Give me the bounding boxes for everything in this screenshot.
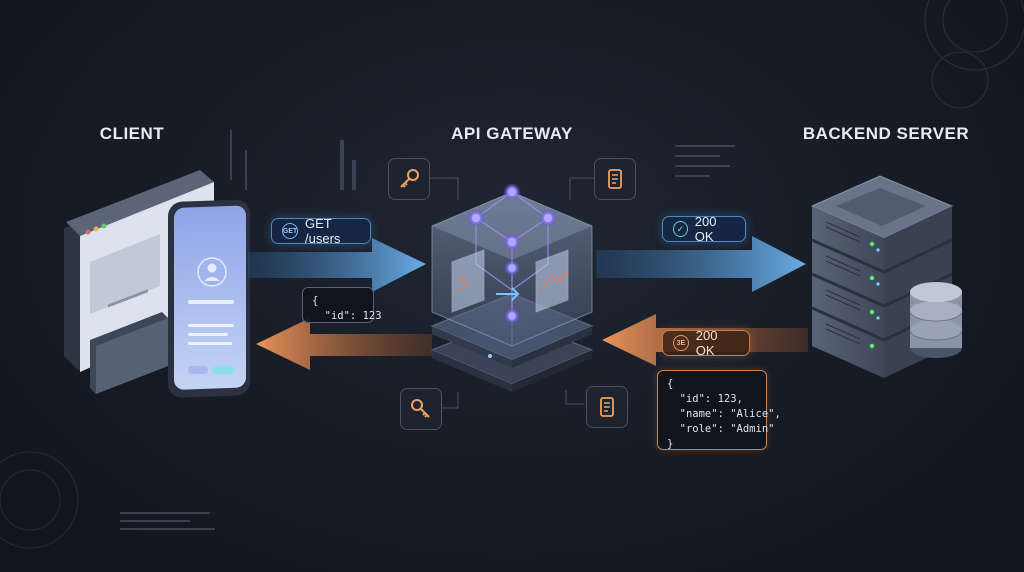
request-pill-text: GET /users bbox=[305, 216, 341, 246]
icon-connectors bbox=[430, 177, 594, 409]
status-pill-gateway: ✓ 200 OK bbox=[662, 214, 746, 244]
smartphone-icon bbox=[168, 199, 250, 398]
response-arrow-to-client bbox=[256, 318, 432, 370]
check-icon: ✓ bbox=[673, 221, 688, 237]
scroll-icon bbox=[594, 158, 636, 200]
api-gateway-cube bbox=[430, 183, 594, 392]
profile-card bbox=[90, 289, 168, 394]
status-pill-backend: 3E 200 OK bbox=[662, 328, 750, 358]
key-icon bbox=[388, 158, 430, 200]
status-pill-backend-text: 200 OK bbox=[695, 328, 718, 358]
client-label: CLIENT bbox=[99, 124, 165, 143]
database-icon bbox=[909, 282, 963, 358]
gateway-nodes bbox=[467, 183, 557, 324]
response-body: { "id": 123, "name": "Alice", "role": "A… bbox=[657, 370, 781, 450]
gateway-to-backend-arrow bbox=[596, 236, 806, 292]
request-body: { "id": 123 bbox=[302, 287, 382, 323]
key-icon bbox=[400, 388, 442, 430]
status-pill-gateway-text: 200 OK bbox=[694, 214, 717, 244]
decor-circles-bottom-left bbox=[0, 451, 79, 549]
response-badge-icon: 3E bbox=[673, 335, 689, 351]
gateway-label: API GATEWAY bbox=[451, 124, 573, 143]
request-pill: GET GET /users bbox=[271, 216, 371, 246]
backend-label: BACKEND SERVER bbox=[802, 124, 970, 143]
decor-dots bbox=[120, 130, 735, 530]
decor-circles-top-right bbox=[924, 0, 1024, 109]
request-arrow bbox=[248, 238, 426, 292]
scroll-icon bbox=[586, 386, 628, 428]
get-badge-icon: GET bbox=[282, 223, 298, 239]
